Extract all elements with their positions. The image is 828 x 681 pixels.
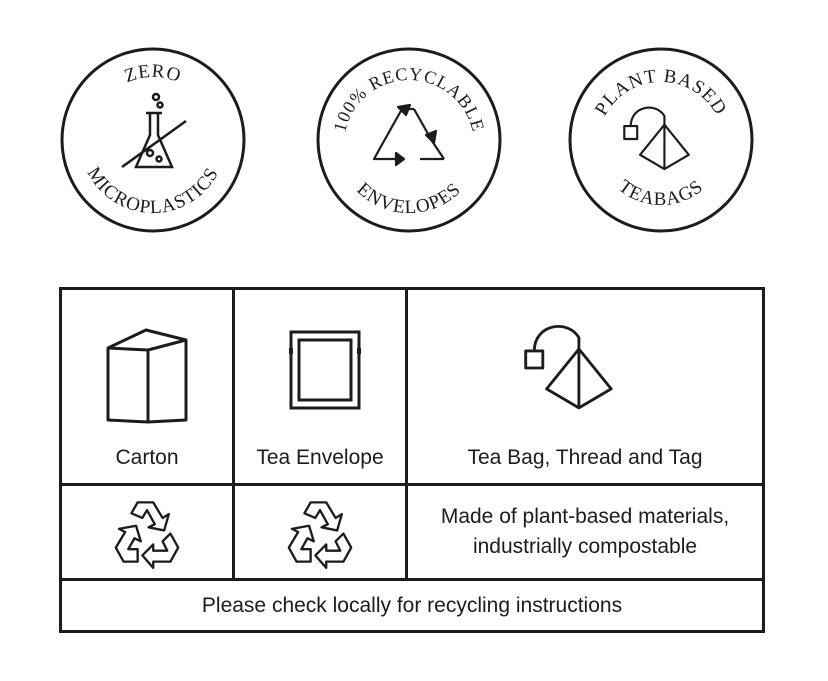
badge-bottom-text: TEABAGS [615,176,708,210]
badge-ring [60,47,246,233]
no-flask-icon [121,92,187,169]
divider [232,290,235,578]
table-footer: Please check locally for recycling instr… [62,581,762,630]
badge-ring [316,47,502,233]
badge-plant-based-teabags: PLANT BASED TEABAGS [566,45,756,235]
teabag-compost-cell: Made of plant-based materials, industria… [408,486,762,578]
divider [405,290,408,578]
envelope-icon [289,330,361,410]
teabag-icon [524,324,613,410]
badge-top-text: 100% RECYCLABLE [329,64,488,134]
badge-bottom-text: MICROPLASTICS [83,163,224,218]
divider [62,483,762,486]
table-header-label: Carton [115,446,179,469]
divider [62,578,762,581]
compost-note-line: Made of plant-based materials, [440,505,730,528]
teabag-icon [623,106,690,171]
recycling-table: Carton Tea Envelope Tea Bag, Thread and … [59,287,765,633]
table-header-carton: Carton [62,290,232,483]
recycle-triangle-icon [372,103,445,167]
badge-top-text: ZERO [122,61,184,87]
badge-zero-microplastics: ZERO MICROPLASTICS [58,45,248,235]
compost-note: Made of plant-based materials, industria… [441,502,729,562]
table-header-teabag: Tea Bag, Thread and Tag [408,290,762,483]
badge-ring [568,47,754,233]
table-header-label: Tea Envelope [256,446,384,469]
badge-recyclable-envelopes: 100% RECYCLABLE ENVELOPES [314,45,504,235]
carton-recycle-cell [62,486,232,578]
table-header-envelope: Tea Envelope [235,290,405,483]
carton-box-icon [106,328,188,424]
recycle-icon [114,501,180,570]
envelope-recycle-cell [235,486,405,578]
compost-note-line: industrially compostable [472,535,698,558]
recycle-icon [287,501,353,570]
badge-bottom-text: ENVELOPES [353,179,465,219]
recycling-instructions-note: Please check locally for recycling instr… [201,593,623,617]
table-header-label: Tea Bag, Thread and Tag [467,446,703,469]
